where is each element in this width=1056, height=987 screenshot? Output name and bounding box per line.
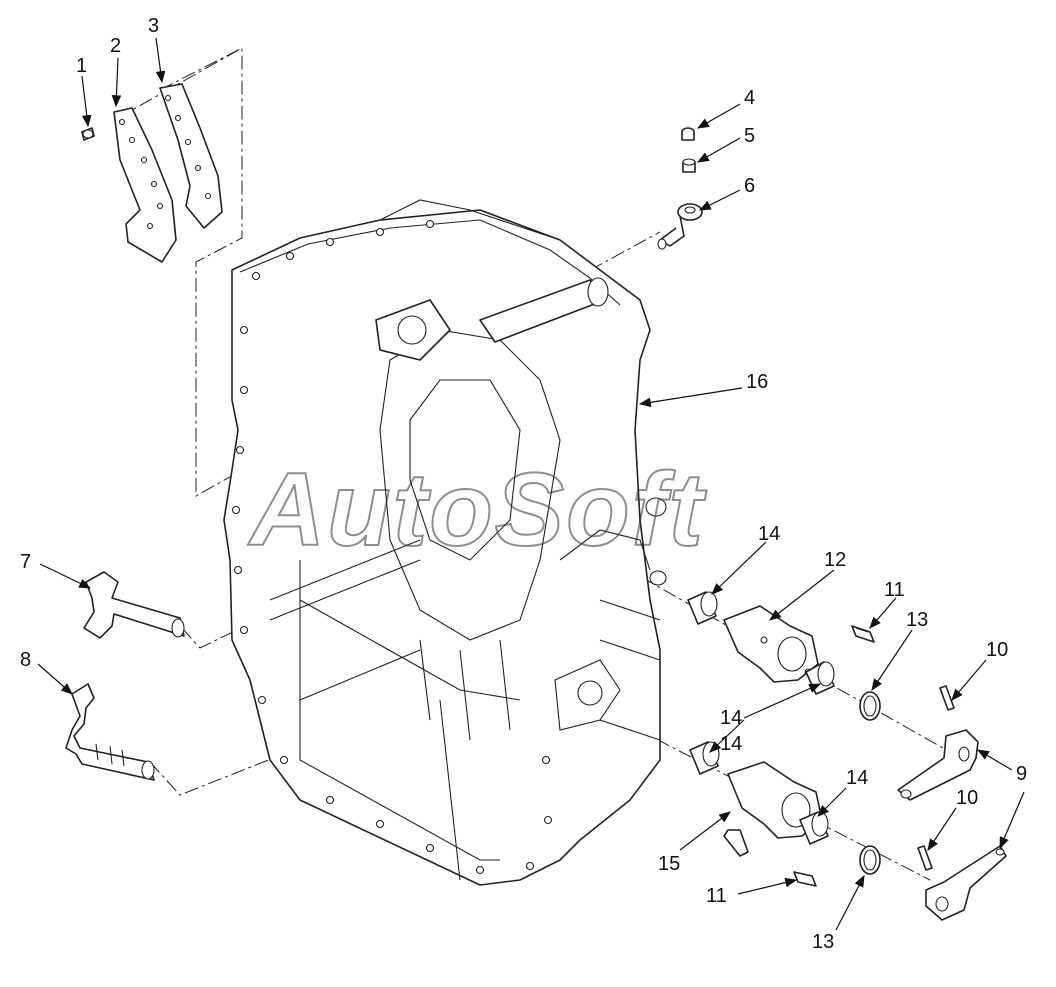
screw-1 <box>81 127 95 141</box>
bushing-housing-12 <box>723 605 819 683</box>
shift-shaft-8 <box>65 683 155 781</box>
callout-12: 12 <box>824 549 846 571</box>
callout-15: 15 <box>658 853 680 875</box>
callout-2: 2 <box>110 35 121 57</box>
pin-10-upper <box>939 685 955 711</box>
callout-14-upper-left: 14 <box>758 523 780 545</box>
cover-plate-2 <box>113 107 177 263</box>
bolt-11-lower <box>793 871 817 887</box>
callout-5: 5 <box>744 125 755 147</box>
o-ring-13-lower <box>859 845 881 875</box>
callout-7: 7 <box>20 551 31 573</box>
callout-13-upper: 13 <box>906 609 928 631</box>
watermark: AutoSoft <box>247 452 707 568</box>
callout-16: 16 <box>746 371 768 393</box>
pin-10-lower <box>917 845 933 871</box>
plug-4 <box>681 127 695 141</box>
callout-9: 9 <box>1016 763 1027 785</box>
callout-13-lower: 13 <box>812 931 834 953</box>
spacer-5 <box>682 158 696 173</box>
callout-11-lower: 11 <box>706 885 727 907</box>
lever-9-lower <box>925 845 1007 921</box>
callout-14-upper-right: 14 <box>720 707 742 729</box>
callout-10-upper: 10 <box>986 639 1008 661</box>
callout-11-upper: 11 <box>884 579 905 601</box>
callout-4: 4 <box>744 87 755 109</box>
callout-6: 6 <box>744 175 755 197</box>
transmission-housing-16 <box>223 199 667 886</box>
callout-8: 8 <box>20 649 31 671</box>
elbow-fitting-6 <box>657 203 703 250</box>
callout-1: 1 <box>76 55 87 77</box>
housing-bolt-holes <box>231 219 553 875</box>
shift-shaft-7 <box>83 571 185 639</box>
bolt-11-upper <box>851 625 875 643</box>
callout-numbers: 1 2 3 4 5 6 7 8 9 10 10 11 11 12 13 13 1… <box>20 15 1027 953</box>
cover-plate-3 <box>159 83 223 229</box>
callout-14-lower-right: 14 <box>846 767 868 789</box>
lever-9-upper <box>897 729 979 801</box>
callout-14-lower-left: 14 <box>720 733 742 755</box>
callout-3: 3 <box>148 15 159 37</box>
bushing-housing-15 <box>723 761 823 857</box>
leader-lines <box>37 37 1025 931</box>
o-ring-13-upper <box>859 691 881 721</box>
callout-10-lower: 10 <box>956 787 978 809</box>
bearing-14-upper-left <box>687 591 718 625</box>
